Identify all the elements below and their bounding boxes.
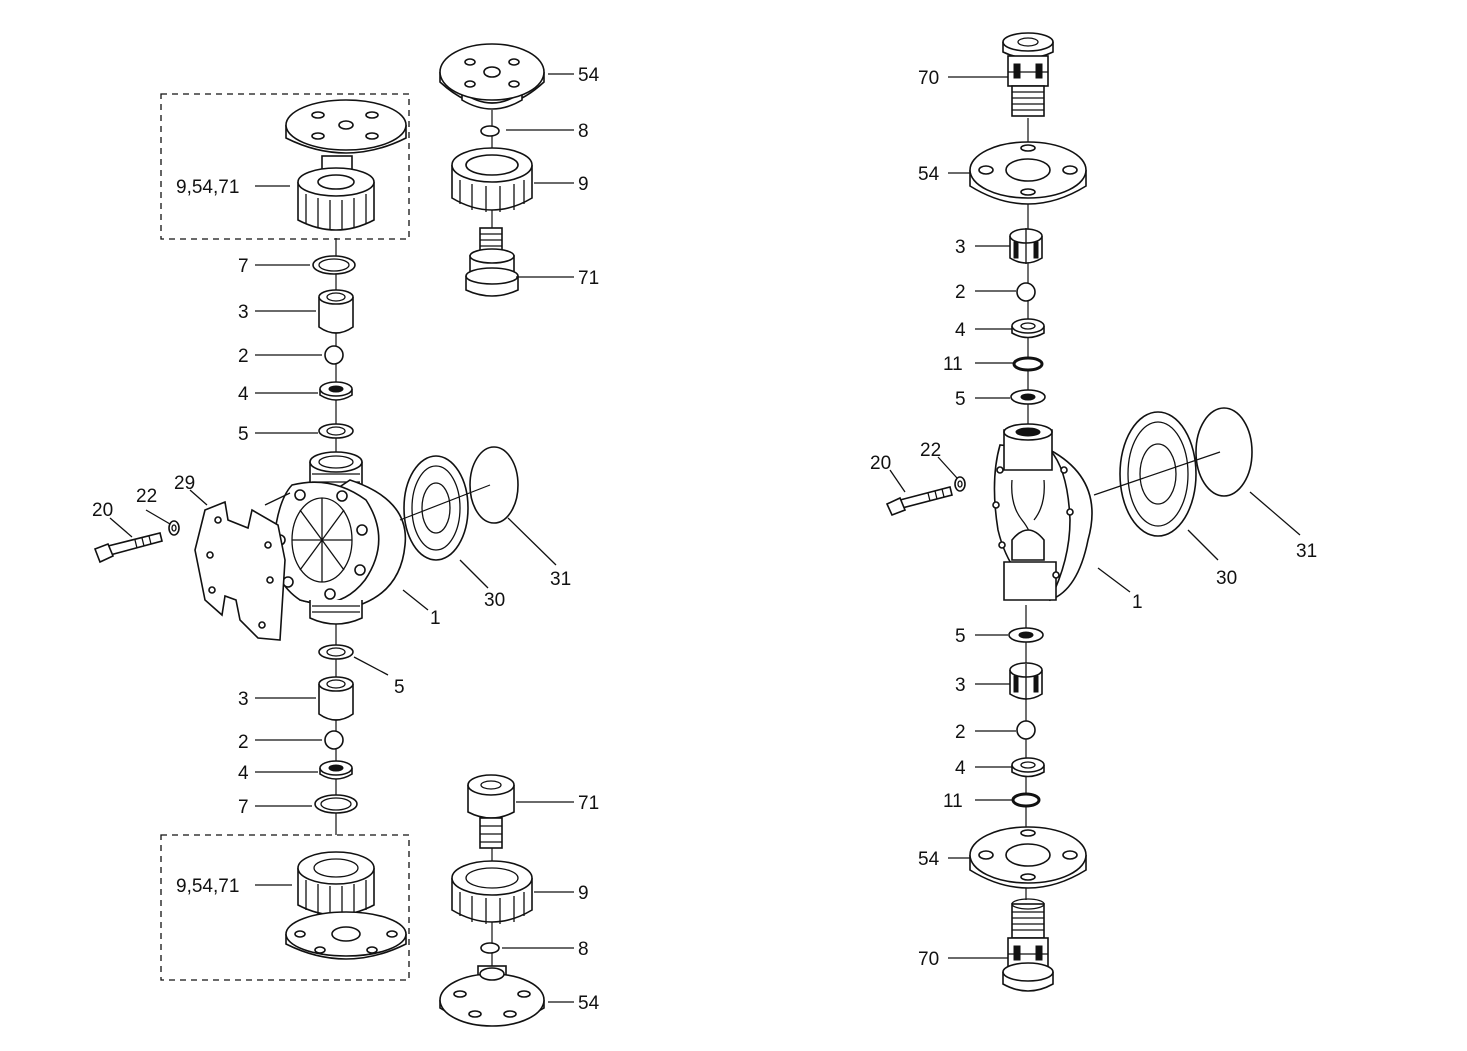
callout-4-top-right: 4 (955, 320, 966, 341)
callout-2-bottom-right: 2 (955, 722, 966, 743)
part-1-pump-head-left (264, 451, 407, 625)
callout-9-54-71-top-left: 9,54,71 (176, 177, 239, 198)
part-2-ball-top (324, 345, 344, 365)
callout-9-bottom-left: 9 (578, 883, 589, 904)
assembly-9-54-71-top (285, 99, 407, 231)
callout-54-bottom-right: 54 (918, 849, 940, 870)
part-1-pump-head-right (992, 423, 1093, 602)
callout-11-top-right: 11 (943, 354, 963, 375)
callout-54-top-right: 54 (918, 164, 940, 185)
part-70-connector-bottom (1002, 898, 1054, 992)
callout-20-right: 20 (870, 453, 891, 474)
callout-70-top-right: 70 (918, 68, 939, 89)
callout-3-top-left: 3 (238, 302, 249, 323)
callout-22-left: 22 (136, 486, 157, 507)
part-29-back-plate (194, 500, 286, 641)
part-3-ball-guide-top-right (1009, 228, 1043, 264)
callout-29-left: 29 (174, 473, 195, 494)
callout-4-top-left: 4 (238, 384, 249, 405)
callout-31-right: 31 (1296, 541, 1317, 562)
callout-4-bottom-right: 4 (955, 758, 966, 779)
part-5-seal-bottom-right (1008, 627, 1044, 643)
part-71-tailpiece-top (465, 227, 519, 297)
part-8-oring-top (480, 125, 500, 137)
part-54-flange-top (439, 43, 545, 110)
part-4-valve-seat-top-right (1011, 318, 1045, 339)
callout-9-54-71-bottom-left: 9,54,71 (176, 876, 239, 897)
part-20-bolt-left (93, 532, 163, 564)
part-20-bolt-right (885, 486, 953, 517)
part-3-ball-guide-bottom-right (1009, 662, 1043, 700)
right-exploded-view: 70 54 3 2 4 11 5 20 22 1 30 31 5 3 2 4 1… (870, 32, 1317, 992)
part-22-washer-left (168, 520, 180, 536)
part-8-oring-bottom (480, 942, 500, 954)
part-70-connector-top (1002, 32, 1054, 117)
group-box-bottom (160, 834, 410, 981)
callout-1-right: 1 (1132, 592, 1143, 613)
part-54-flange-top-right (969, 141, 1087, 205)
callout-71-bottom-left: 71 (578, 793, 599, 814)
callout-3-bottom-left: 3 (238, 689, 249, 710)
callout-8-top-left: 8 (578, 121, 589, 142)
part-54-flange-bottom (439, 965, 545, 1027)
part-31-backup-disc-right (1195, 407, 1253, 497)
callout-5-top-left: 5 (238, 424, 249, 445)
callout-5-top-right: 5 (955, 389, 966, 410)
part-5-seal-top (318, 423, 354, 439)
callout-7-bottom-left: 7 (238, 797, 249, 818)
part-2-ball-bottom (324, 730, 344, 750)
part-11-oring-bottom-right (1011, 792, 1041, 808)
callout-22-right: 22 (920, 440, 941, 461)
part-71-tailpiece-bottom (467, 774, 515, 849)
assembly-9-54-71-bottom (285, 851, 407, 960)
callout-4-bottom-left: 4 (238, 763, 249, 784)
group-box-top (160, 93, 410, 240)
part-2-ball-top-right (1016, 282, 1036, 302)
callout-5-bottom-left: 5 (394, 677, 405, 698)
callout-20-left: 20 (92, 500, 113, 521)
callout-5-bottom-right: 5 (955, 626, 966, 647)
part-11-oring-top-right (1012, 356, 1044, 372)
part-31-backup-disc-left (469, 446, 519, 524)
part-30-diaphragm-left (403, 455, 469, 561)
callout-7-top-left: 7 (238, 256, 249, 277)
part-5-seal-top-right (1010, 389, 1046, 405)
part-5-seal-bottom (318, 644, 354, 660)
callout-1-left: 1 (430, 608, 441, 629)
part-2-ball-bottom-right (1016, 720, 1036, 740)
callout-2-top-right: 2 (955, 282, 966, 303)
part-3-ball-guide-bottom (318, 676, 354, 721)
callout-54-top-left: 54 (578, 65, 600, 86)
part-4-valve-seat-top (319, 381, 353, 401)
part-9-union-nut-top (451, 147, 533, 212)
part-22-washer-right (954, 476, 966, 492)
callout-70-bottom-right: 70 (918, 949, 939, 970)
callout-30-left: 30 (484, 590, 505, 611)
part-4-valve-seat-bottom (319, 760, 353, 780)
callout-8-bottom-left: 8 (578, 939, 589, 960)
callout-54-bottom-left: 54 (578, 993, 600, 1014)
part-30-diaphragm-right (1119, 411, 1197, 537)
left-exploded-view: 54 8 9 71 9,54,71 7 3 2 4 5 29 22 20 1 3… (92, 43, 600, 1027)
callout-2-bottom-left: 2 (238, 732, 249, 753)
part-54-flange-bottom-right (969, 826, 1087, 889)
callout-30-right: 30 (1216, 568, 1237, 589)
callout-71-top-left: 71 (578, 268, 599, 289)
callout-2-top-left: 2 (238, 346, 249, 367)
part-4-valve-seat-bottom-right (1011, 757, 1045, 778)
callout-3-top-right: 3 (955, 237, 966, 258)
callout-31-left: 31 (550, 569, 571, 590)
callout-11-bottom-right: 11 (943, 791, 963, 812)
part-3-ball-guide-top (318, 289, 354, 334)
callout-3-bottom-right: 3 (955, 675, 966, 696)
part-9-union-nut-bottom (451, 860, 533, 924)
callout-9-top-left: 9 (578, 174, 589, 195)
